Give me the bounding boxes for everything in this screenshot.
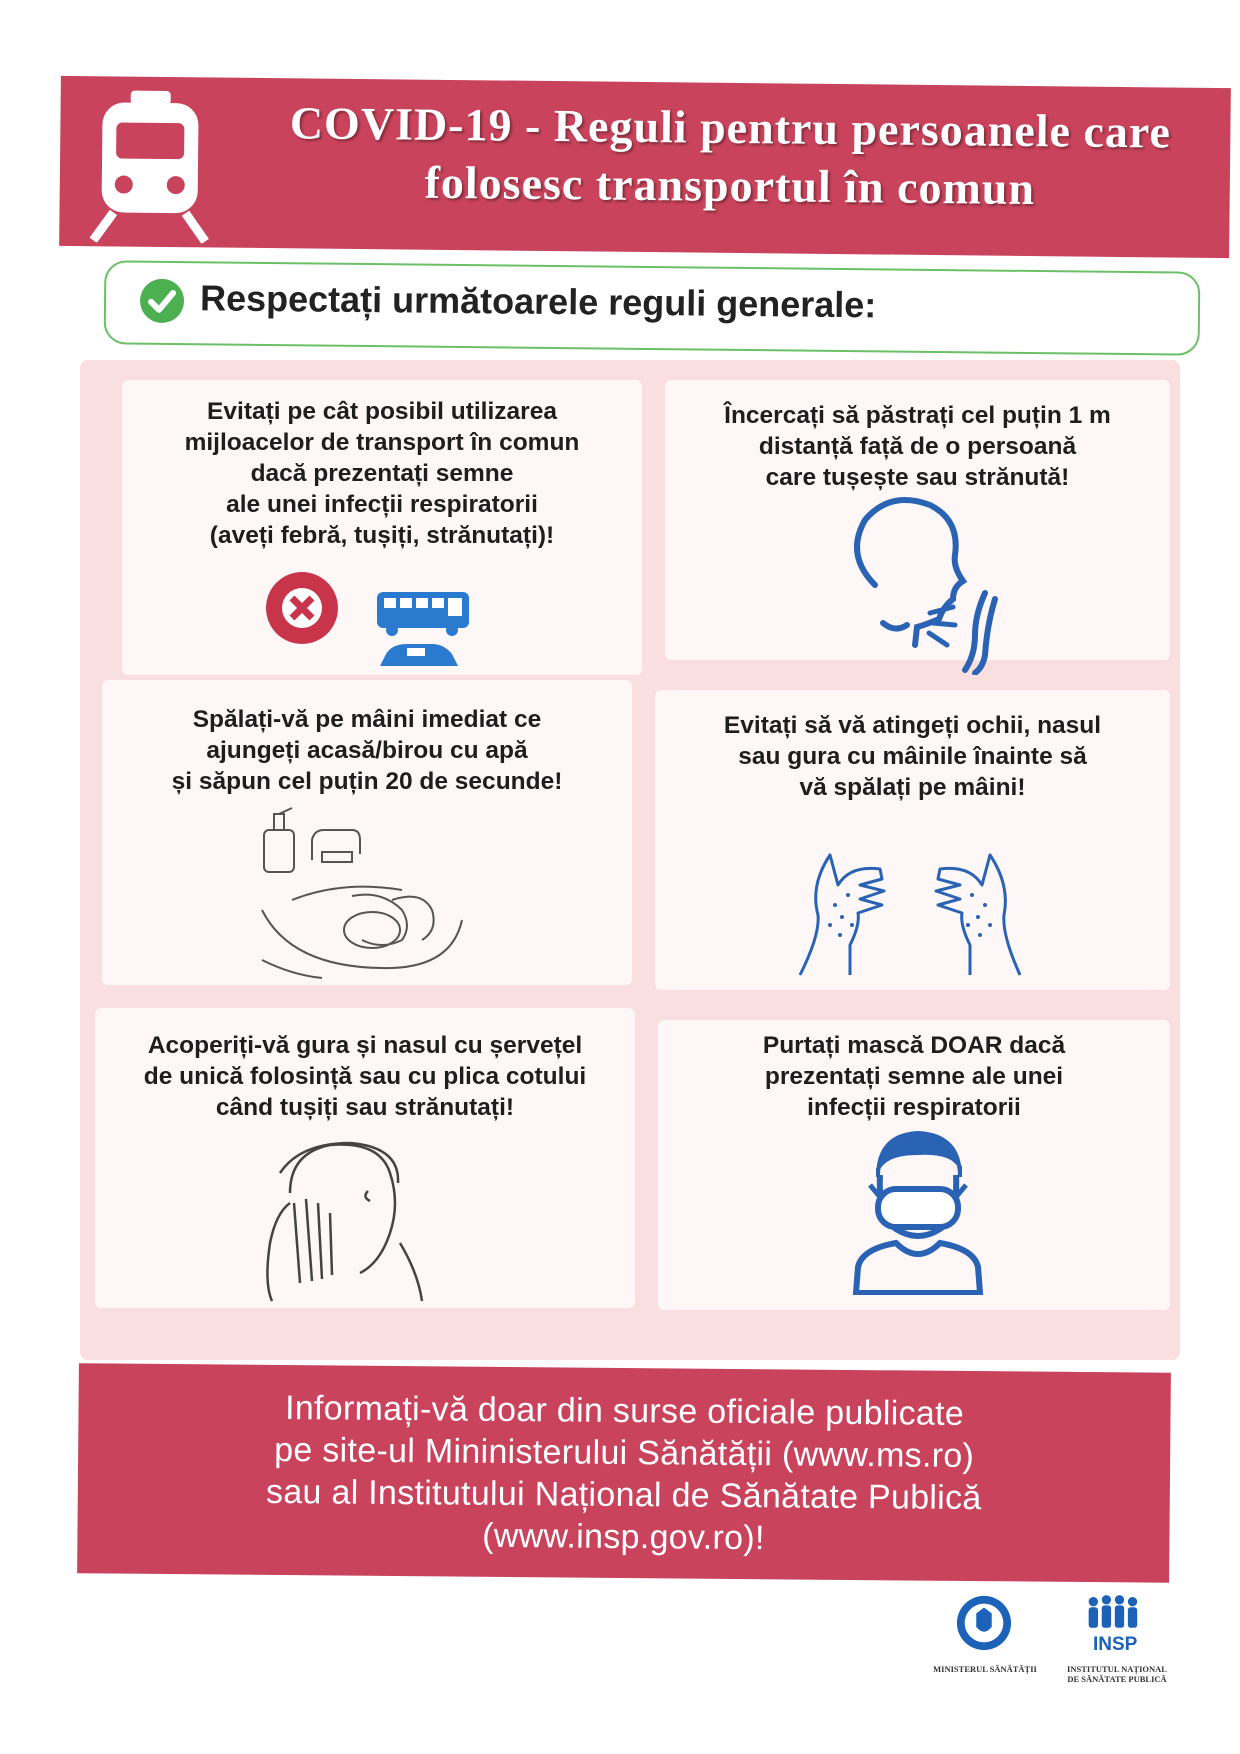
rule-text: Încercați să păstrați cel puțin 1 m dist… [724,402,1111,491]
insp-logo-label: INSP [1093,1634,1138,1655]
train-icon [89,90,209,244]
footer-banner: Informați-vă doar din surse oficiale pub… [77,1363,1171,1583]
dirty-hands-icon [798,853,1022,976]
no-transport-icon [266,572,469,666]
rule-text: Evitați pe cât posibil utilizarea mijloa… [184,398,580,549]
title-line-2: folosesc transportul în comun [424,156,1036,215]
check-icon [140,278,185,323]
rule-text: Purtați mască DOAR dacă prezentați semne… [762,1032,1066,1121]
header-banner: COVID-19 - Reguli pentru persoanele care… [59,75,1231,259]
rules-heading-bar: Respectați următoarele reguli generale: [103,260,1201,356]
insp-people-icon [1088,1595,1138,1628]
government-seal-icon [956,1595,1012,1651]
rule-text: Acoperiți-vă gura și nasul cu șervețel d… [143,1032,587,1121]
rules-grid: Evitați pe cât posibil utilizarea mijloa… [80,360,1180,1360]
ms-logo-caption: MINISTERUL SĂNĂTĂȚII [933,1664,1037,1674]
rule-card-wear-mask: Purtați mască DOAR dacă prezentați semne… [658,1020,1170,1310]
rules-heading-text: Respectați următoarele reguli generale: [199,277,877,326]
sneeze-distance-icon [854,497,998,675]
insp-logo-caption: INSTITUTUL NAȚIONAL DE SĂNĂTATE PUBLICĂ [1067,1664,1167,1684]
cover-cough-icon [266,1141,424,1302]
title-line-1: COVID-19 - Reguli pentru persoanele care [289,97,1172,158]
rule-card-keep-distance: Încercați să păstrați cel puțin 1 m dist… [665,380,1170,675]
rule-text: Evitați să vă atingeți ochii, nasul sau … [723,712,1102,801]
rule-card-dont-touch-face: Evitați să vă atingeți ochii, nasul sau … [655,690,1170,990]
rule-text: Spălați-vă pe mâini imediat ce ajungeți … [171,706,563,795]
page-title: COVID-19 - Reguli pentru persoanele care… [230,94,1231,220]
footer-text: Informați-vă doar din surse oficiale pub… [265,1389,982,1558]
face-mask-icon [852,1130,984,1295]
rule-card-wash-hands: Spălați-vă pe mâini imediat ce ajungeți … [102,680,632,985]
hand-washing-icon [261,807,463,979]
rule-card-cover-cough: Acoperiți-vă gura și nasul cu șervețel d… [95,1008,635,1308]
rule-card-avoid-transport: Evitați pe cât posibil utilizarea mijloa… [122,380,642,675]
